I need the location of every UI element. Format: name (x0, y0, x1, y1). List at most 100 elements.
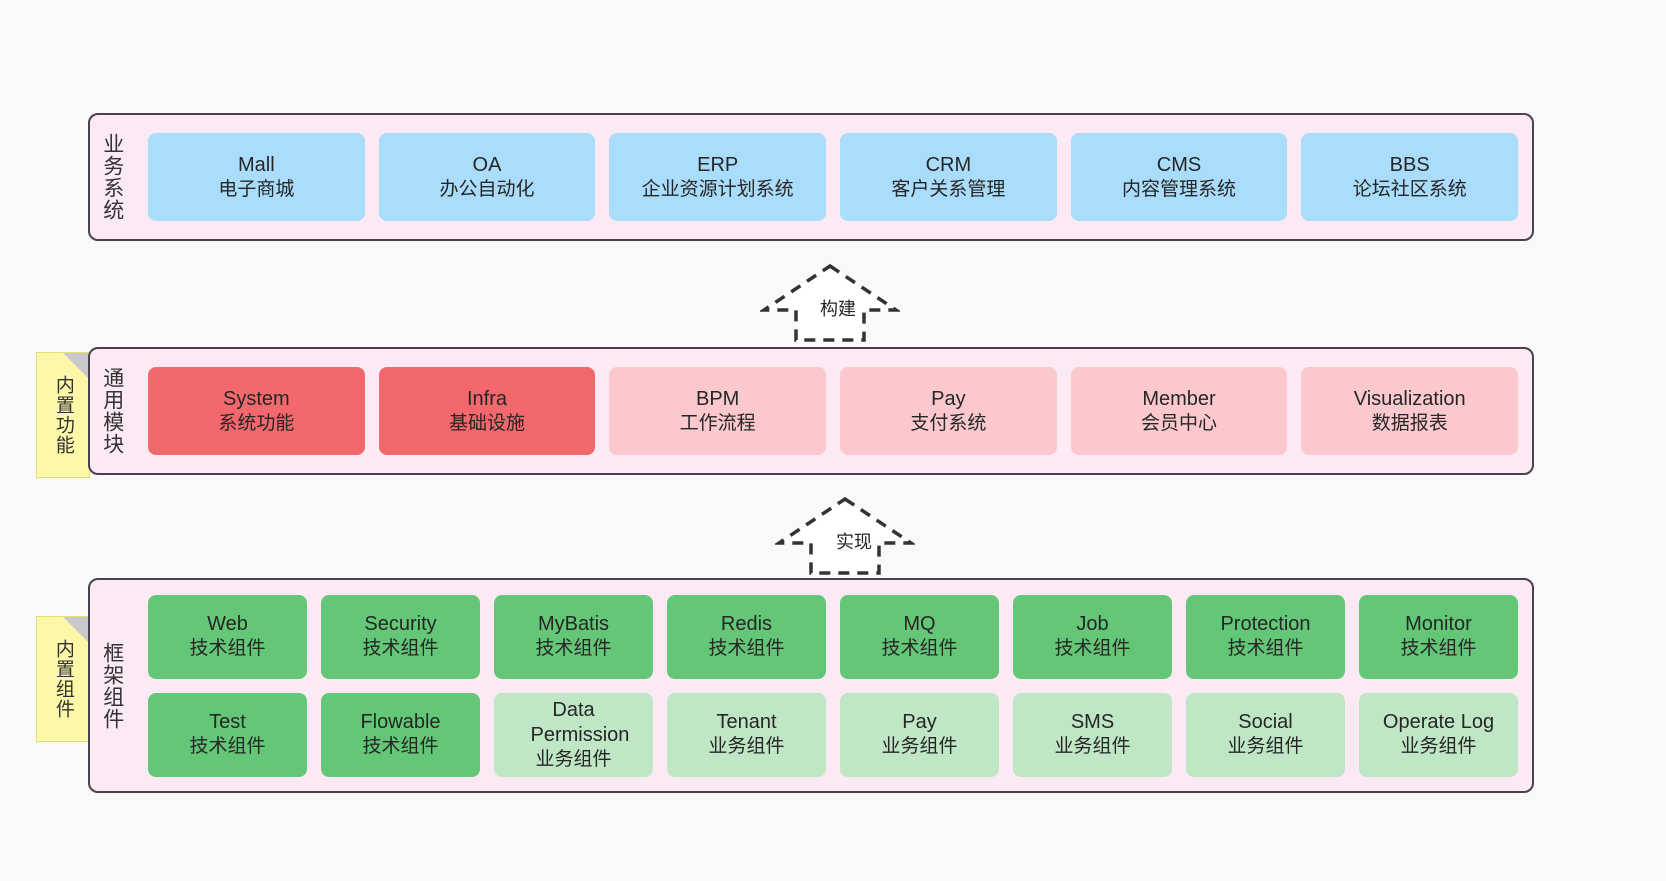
card-bbs[interactable]: BBS 论坛社区系统 (1301, 133, 1519, 221)
card-operate-log[interactable]: Operate Log 业务组件 (1359, 692, 1518, 777)
connector-build-arrow (758, 262, 902, 342)
card-mall[interactable]: Mall 电子商城 (148, 133, 365, 221)
card-subtitle: 技术组件 (881, 638, 958, 660)
card-subtitle: 数据报表 (1371, 412, 1448, 434)
card-title: Data Permission (530, 698, 630, 746)
card-test[interactable]: Test 技术组件 (148, 692, 307, 777)
card-title: Flowable (360, 711, 441, 734)
card-protection[interactable]: Protection 技术组件 (1186, 594, 1345, 679)
layer-title-common-modules: 通用模块 (100, 367, 124, 455)
card-title: MyBatis (537, 613, 610, 636)
card-monitor[interactable]: Monitor 技术组件 (1359, 594, 1518, 679)
layer-body-framework-components: Web 技术组件 Security 技术组件 MyBatis 技术组件 Redi… (134, 580, 1532, 791)
connector-implement-label: 实现 (836, 532, 872, 552)
layer-title-business-systems: 业务系统 (100, 133, 124, 221)
card-subtitle: 技术组件 (362, 638, 439, 660)
card-title: Job (1076, 613, 1109, 636)
card-subtitle: 技术组件 (708, 638, 785, 660)
arrow-up-icon (773, 496, 917, 575)
card-subtitle: 企业资源计划系统 (641, 178, 794, 200)
card-subtitle: 业务组件 (708, 736, 785, 758)
card-flowable[interactable]: Flowable 技术组件 (321, 692, 480, 777)
card-title: Visualization (1353, 387, 1466, 410)
card-title: BPM (696, 387, 740, 410)
card-erp[interactable]: ERP 企业资源计划系统 (609, 133, 827, 221)
card-data-permission[interactable]: Data Permission 业务组件 (494, 692, 653, 777)
card-subtitle: 技术组件 (362, 736, 439, 758)
card-title: Web (207, 613, 248, 636)
card-subtitle: 客户关系管理 (891, 178, 1006, 200)
layer-body-common-modules: System 系统功能 Infra 基础设施 BPM 工作流程 Pay 支付系统… (134, 349, 1532, 473)
layer-title-framework-components: 框架组件 (100, 641, 124, 730)
card-web[interactable]: Web 技术组件 (148, 594, 307, 679)
card-job[interactable]: Job 技术组件 (1013, 594, 1172, 679)
card-title: OA (472, 153, 502, 176)
connector-implement-arrow (773, 495, 917, 575)
card-subtitle: 系统功能 (218, 412, 295, 434)
card-oa[interactable]: OA 办公自动化 (378, 133, 596, 221)
card-title: Mall (238, 153, 275, 176)
card-subtitle: 工作流程 (679, 412, 756, 434)
card-title: Tenant (716, 711, 777, 734)
card-redis[interactable]: Redis 技术组件 (667, 594, 826, 679)
card-title: Monitor (1405, 613, 1472, 636)
card-subtitle: 技术组件 (1227, 638, 1304, 660)
card-cms[interactable]: CMS 内容管理系统 (1070, 133, 1288, 221)
card-subtitle: 技术组件 (1400, 638, 1477, 660)
card-subtitle: 会员中心 (1141, 412, 1218, 434)
card-pay[interactable]: Pay 支付系统 (840, 367, 1057, 455)
card-mq[interactable]: MQ 技术组件 (840, 594, 999, 679)
arrow-up-icon (758, 263, 902, 342)
card-security[interactable]: Security 技术组件 (321, 594, 480, 679)
card-title: CMS (1156, 153, 1202, 176)
framework-row-business: Test 技术组件 Flowable 技术组件 Data Permission … (148, 692, 1518, 777)
card-subtitle: 电子商城 (218, 178, 295, 200)
card-subtitle: 支付系统 (910, 412, 987, 434)
card-title: System (222, 387, 290, 410)
sticky-note-builtin-components: 内置组件 (36, 616, 90, 742)
layer-body-business-systems: Mall 电子商城 OA 办公自动化 ERP 企业资源计划系统 CRM 客户关系… (134, 115, 1532, 239)
card-system[interactable]: System 系统功能 (148, 367, 365, 455)
card-subtitle: 业务组件 (1054, 736, 1131, 758)
card-member[interactable]: Member 会员中心 (1070, 367, 1288, 455)
card-sms[interactable]: SMS 业务组件 (1013, 692, 1172, 777)
layer-framework-components: 框架组件 Web 技术组件 Security 技术组件 MyBatis 技术组件… (88, 578, 1534, 793)
layer-business-systems: 业务系统 Mall 电子商城 OA 办公自动化 ERP 企业资源计划系统 CRM… (88, 113, 1534, 241)
card-title: BBS (1389, 153, 1430, 176)
card-pay-business[interactable]: Pay 业务组件 (840, 692, 999, 777)
sticky-note-builtin-features: 内置功能 (36, 352, 90, 478)
card-title: MQ (903, 613, 936, 636)
card-subtitle: 论坛社区系统 (1352, 178, 1467, 200)
card-visualization[interactable]: Visualization 数据报表 (1301, 367, 1519, 455)
card-title: Member (1142, 387, 1216, 410)
card-title: Operate Log (1382, 711, 1495, 734)
card-subtitle: 基础设施 (449, 412, 526, 434)
card-subtitle: 业务组件 (1227, 736, 1304, 758)
card-title: Pay (902, 711, 937, 734)
card-subtitle: 技术组件 (1054, 638, 1131, 660)
card-title: Protection (1220, 613, 1311, 636)
card-subtitle: 技术组件 (535, 638, 612, 660)
card-subtitle: 技术组件 (189, 638, 266, 660)
card-title: ERP (697, 153, 739, 176)
card-title: Pay (931, 387, 966, 410)
card-tenant[interactable]: Tenant 业务组件 (667, 692, 826, 777)
card-subtitle: 办公自动化 (439, 178, 535, 200)
card-subtitle: 内容管理系统 (1122, 178, 1237, 200)
card-bpm[interactable]: BPM 工作流程 (609, 367, 827, 455)
card-subtitle: 业务组件 (881, 736, 958, 758)
card-title: Social (1238, 711, 1293, 734)
layer-common-modules: 通用模块 System 系统功能 Infra 基础设施 BPM 工作流程 Pay… (88, 347, 1534, 475)
card-social[interactable]: Social 业务组件 (1186, 692, 1345, 777)
card-infra[interactable]: Infra 基础设施 (378, 367, 596, 455)
card-subtitle: 技术组件 (189, 736, 266, 758)
card-crm[interactable]: CRM 客户关系管理 (840, 133, 1057, 221)
card-title: Redis (720, 613, 773, 636)
connector-build-label: 构建 (820, 299, 856, 319)
framework-row-technical: Web 技术组件 Security 技术组件 MyBatis 技术组件 Redi… (148, 594, 1518, 679)
card-title: Infra (466, 387, 508, 410)
card-title: Security (364, 613, 437, 636)
card-mybatis[interactable]: MyBatis 技术组件 (494, 594, 653, 679)
card-subtitle: 业务组件 (535, 748, 612, 770)
